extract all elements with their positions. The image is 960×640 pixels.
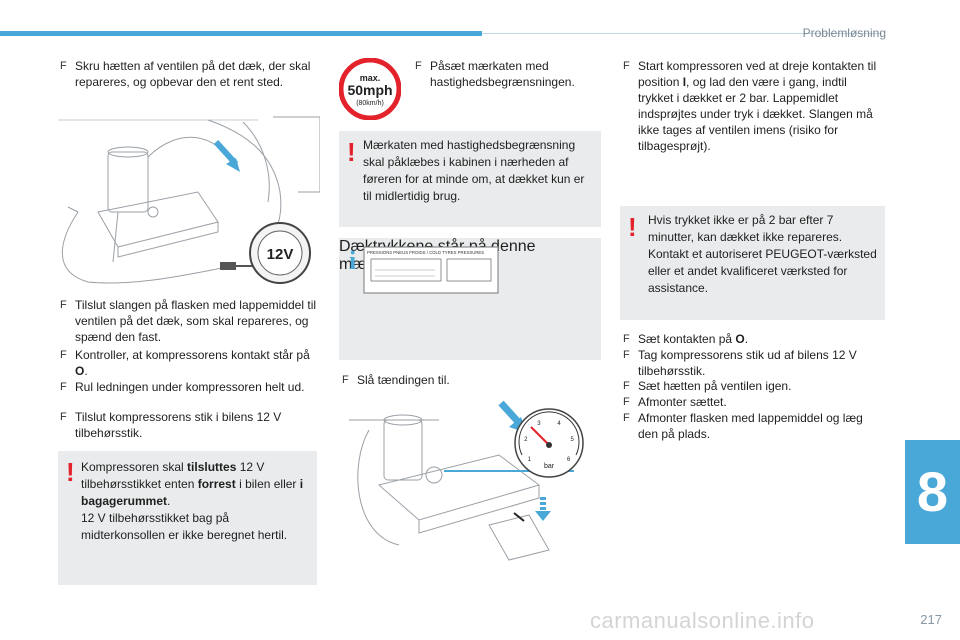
pressure-label-header: PRESSIONS PNEUS FROIDS / COLD TYRES PRES… bbox=[367, 250, 484, 255]
warning-icon: ! bbox=[66, 457, 75, 487]
step-text: Afmonter sættet. bbox=[638, 395, 727, 409]
gauge-tick-label: 5 bbox=[571, 437, 575, 443]
page-number: 217 bbox=[920, 612, 942, 627]
step-text: Rul ledningen under kompressoren helt ud… bbox=[75, 380, 305, 394]
gauge-tick-label: 4 bbox=[557, 421, 561, 427]
warning-text: Hvis trykket ikke er på 2 bar efter 7 mi… bbox=[648, 213, 877, 295]
bullet-marker: F bbox=[60, 349, 67, 361]
section-title: Problemløsning bbox=[802, 26, 886, 40]
bullet-marker: F bbox=[60, 299, 67, 311]
step-ignition-on: F Slå tændingen til. bbox=[342, 372, 592, 388]
step-text: Sæt kontakten på O. bbox=[638, 332, 749, 346]
warning-text: Mærkaten med hastighedsbegrænsning skal … bbox=[363, 138, 585, 203]
bullet-marker: F bbox=[60, 381, 67, 393]
bullet-marker: F bbox=[623, 60, 630, 72]
step-text: Afmonter flasken med lappemiddel og læg … bbox=[638, 411, 863, 441]
gauge-tick-label: 1 bbox=[528, 457, 532, 463]
step-unscrew-cap: F Skru hætten af ventilen på det dæk, de… bbox=[60, 58, 320, 90]
compressor-hose-illustration: 12V bbox=[58, 116, 320, 284]
step-text: Start kompressoren ved at dreje kontakte… bbox=[638, 59, 877, 153]
sign-speed-label: 50mph bbox=[347, 82, 392, 98]
tyre-pressure-label-illustration: PRESSIONS PNEUS FROIDS / COLD TYRES PRES… bbox=[363, 246, 499, 294]
header-accent-bar bbox=[0, 31, 482, 36]
step-plug-in: F Tilslut kompressorens stik i bilens 12… bbox=[60, 409, 320, 441]
bullet-marker: F bbox=[623, 349, 630, 361]
warning-box-socket: ! Kompressoren skal tilsluttes 12 V tilb… bbox=[58, 451, 317, 585]
step-start-compressor: F Start kompressoren ved at dreje kontak… bbox=[623, 58, 881, 154]
speed-limit-sign-icon: max. 50mph (80km/h) bbox=[339, 58, 401, 120]
info-box-pressure-label: i PRESSIONS PNEUS FROIDS / COLD TYRES PR… bbox=[339, 238, 601, 360]
bullet-marker: F bbox=[60, 60, 67, 72]
step-refit-cap: F Sæt hætten på ventilen igen. bbox=[623, 378, 881, 394]
bullet-marker: F bbox=[623, 333, 630, 345]
bullet-marker: F bbox=[623, 396, 630, 408]
step-text: Tilslut kompressorens stik i bilens 12 V… bbox=[75, 410, 282, 440]
gauge-tick-label: 6 bbox=[567, 457, 571, 463]
step-text: Tilslut slangen på flasken med lappemidd… bbox=[75, 298, 317, 344]
step-text: Slå tændingen til. bbox=[357, 373, 450, 387]
step-unplug: F Tag kompressorens stik ud af bilens 12… bbox=[623, 347, 881, 379]
step-check-switch: F Kontroller, at kompressorens kontakt s… bbox=[60, 347, 320, 379]
step-connect-hose: F Tilslut slangen på flasken med lappemi… bbox=[60, 297, 320, 345]
bullet-marker: F bbox=[60, 411, 67, 423]
warning-box-pressure: ! Hvis trykket ikke er på 2 bar efter 7 … bbox=[620, 206, 885, 320]
step-remove-kit: F Afmonter sættet. bbox=[623, 394, 881, 410]
chapter-tab bbox=[905, 440, 960, 544]
bullet-marker: F bbox=[623, 380, 630, 392]
step-text: Påsæt mærkaten med hastighedsbegrænsning… bbox=[430, 59, 575, 89]
step-text: Skru hætten af ventilen på det dæk, der … bbox=[75, 59, 311, 89]
step-unroll-cable: F Rul ledningen under kompressoren helt … bbox=[60, 379, 320, 395]
sign-max-label: max. bbox=[360, 73, 381, 83]
warning-icon: ! bbox=[628, 212, 637, 242]
step-switch-off: F Sæt kontakten på O. bbox=[623, 331, 881, 347]
step-text: Sæt hætten på ventilen igen. bbox=[638, 379, 792, 393]
watermark: carmanualsonline.info bbox=[590, 608, 815, 633]
header-rule bbox=[482, 33, 882, 34]
gauge-tick-label: 2 bbox=[524, 437, 528, 443]
info-icon: i bbox=[349, 246, 357, 275]
gauge-tick-label: 3 bbox=[537, 421, 541, 427]
warning-text: Kompressoren skal tilsluttes 12 V tilbeh… bbox=[81, 460, 304, 542]
chapter-number: 8 bbox=[916, 460, 949, 523]
step-store-bottle: F Afmonter flasken med lappemiddel og læ… bbox=[623, 410, 881, 442]
bullet-marker: F bbox=[415, 60, 422, 72]
warning-icon: ! bbox=[347, 137, 356, 167]
sign-kmh-label: (80km/h) bbox=[356, 100, 384, 107]
compressor-gauge-illustration: 1 2 3 4 5 6 bar bbox=[349, 400, 584, 561]
gauge-unit-label: bar bbox=[544, 463, 555, 470]
socket-12v-label: 12V bbox=[267, 246, 294, 263]
bullet-marker: F bbox=[342, 374, 349, 386]
step-text: Kontroller, at kompressorens kontakt stå… bbox=[75, 348, 310, 378]
step-apply-sticker: F Påsæt mærkaten med hastighedsbegrænsni… bbox=[415, 58, 605, 90]
step-text: Tag kompressorens stik ud af bilens 12 V… bbox=[638, 348, 857, 378]
bullet-marker: F bbox=[623, 412, 630, 424]
warning-box-sticker: ! Mærkaten med hastighedsbegrænsning ska… bbox=[339, 131, 601, 227]
